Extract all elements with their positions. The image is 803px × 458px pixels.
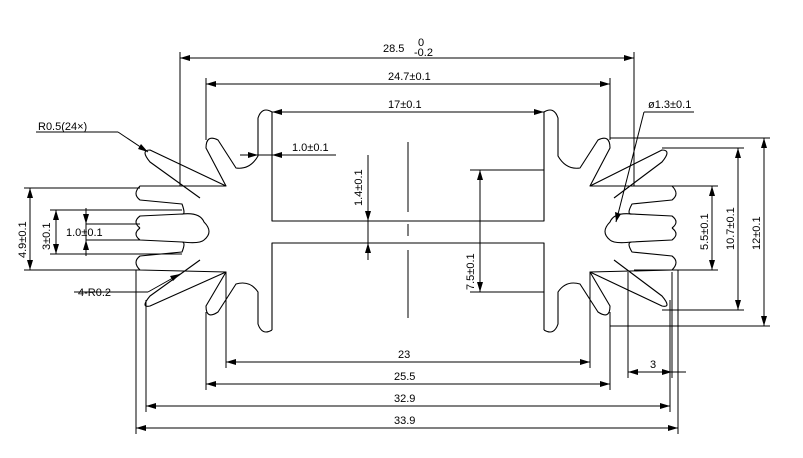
left-outer-height-label: 4.9±0.1 [17,221,29,258]
overall-width-tol-lower: -0.2 [414,47,433,59]
slot-width-label: 17±0.1 [388,99,422,111]
right-h3-label: 12±0.1 [751,216,763,250]
dimension-lines [24,52,770,434]
dimension-labels: 28.5 0 -0.2 24.7±0.1 17±0.1 1.0±0.1 1.4±… [17,37,763,427]
corner-note-label: 4-R0.2 [78,287,111,299]
left-gap-label: 1.0±0.1 [66,227,103,239]
bottom-32-9-label: 32.9 [394,393,415,405]
right-h2-label: 10.7±0.1 [725,207,737,250]
fillet-note-label: R0.5(24×) [38,121,87,133]
fin-gap-label: 1.0±0.1 [292,142,329,154]
inner-width-label: 24.7±0.1 [388,71,431,83]
bottom-25-5-label: 25.5 [394,371,415,383]
overall-width-tol-upper: 0 [418,37,424,49]
slot-offset-label: 1.4±0.1 [353,169,365,206]
heatsink-outline [135,109,677,333]
bottom-33-9-label: 33.9 [394,415,415,427]
right-h1-label: 5.5±0.1 [699,213,711,250]
bottom-3-label: 3 [650,359,656,371]
slot-spacing-label: 7.5±0.1 [465,253,477,290]
hole-dia-label: ø1.3±0.1 [648,99,691,111]
left-inner-height-label: 3±0.1 [41,223,53,250]
bottom-23-label: 23 [398,349,410,361]
overall-width-nominal: 28.5 [383,43,404,55]
